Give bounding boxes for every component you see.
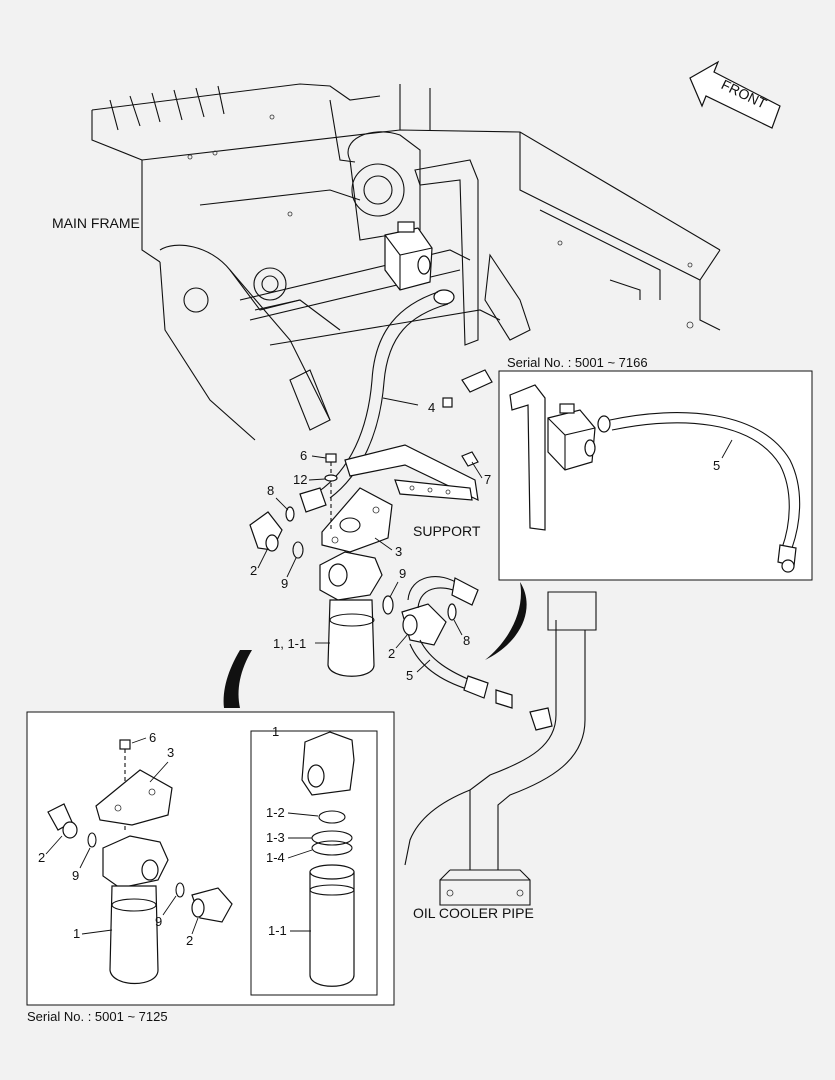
elbow-2-left [249,511,304,559]
main-callouts: 4 6 12 7 8 3 2 9 9 1, 1-1 2 8 5 [250,397,491,683]
detail-callout-1-2: 1-2 [266,805,285,820]
inset-serial-7166: Serial No. : 5001 ~ 7166 5 [498,355,813,581]
callout-9-left: 9 [281,576,288,591]
fitting-8-left [285,487,327,522]
detail-callout-1-1: 1-1 [268,923,287,938]
inset-left-callout-9a: 9 [72,868,79,883]
filter-detail-title: 1 [272,724,279,739]
callout-4: 4 [428,400,435,415]
detail-callout-1-4: 1-4 [266,850,285,865]
serial-7166-label: Serial No. : 5001 ~ 7166 [507,355,648,370]
callout-2-left: 2 [250,563,257,578]
callout-3: 3 [395,544,402,559]
callout-8-right: 8 [463,633,470,648]
bolt-7 [461,451,479,467]
inset-serial-7125: Serial No. : 5001 ~ 7125 6 3 2 9 1 9 [26,711,395,1024]
callout-9-right: 9 [399,566,406,581]
oil-cooler-pipe [404,591,597,906]
callout-12: 12 [293,472,307,487]
valve-block [384,221,455,305]
callout-5-main: 5 [406,668,413,683]
inset-left-callout-2b: 2 [186,933,193,948]
callout-1-1-1: 1, 1-1 [273,636,306,651]
support-bracket [321,444,479,553]
callout-6: 6 [300,448,307,463]
main-frame-structure [91,83,721,441]
serial-7125-label: Serial No. : 5001 ~ 7125 [27,1009,168,1024]
hose-5-main [407,576,553,731]
reference-arrows [223,582,527,708]
callout-2-right: 2 [388,646,395,661]
elbow-2-right [401,603,457,646]
callout-7: 7 [484,472,491,487]
inset-left-callout-2a: 2 [38,850,45,865]
inset-right-callout-5: 5 [713,458,720,473]
detail-callout-1-3: 1-3 [266,830,285,845]
main-frame-label: MAIN FRAME [52,215,140,231]
filter-assembly-main [319,551,394,677]
inset-left-callout-1: 1 [73,926,80,941]
inset-left-callout-6: 6 [149,730,156,745]
support-label: SUPPORT [413,523,481,539]
oil-cooler-pipe-label: OIL COOLER PIPE [413,905,534,921]
callout-8-left: 8 [267,483,274,498]
inset-left-callout-9b: 9 [155,914,162,929]
inset-left-callout-3: 3 [167,745,174,760]
front-arrow-icon: FRONT [689,60,781,129]
